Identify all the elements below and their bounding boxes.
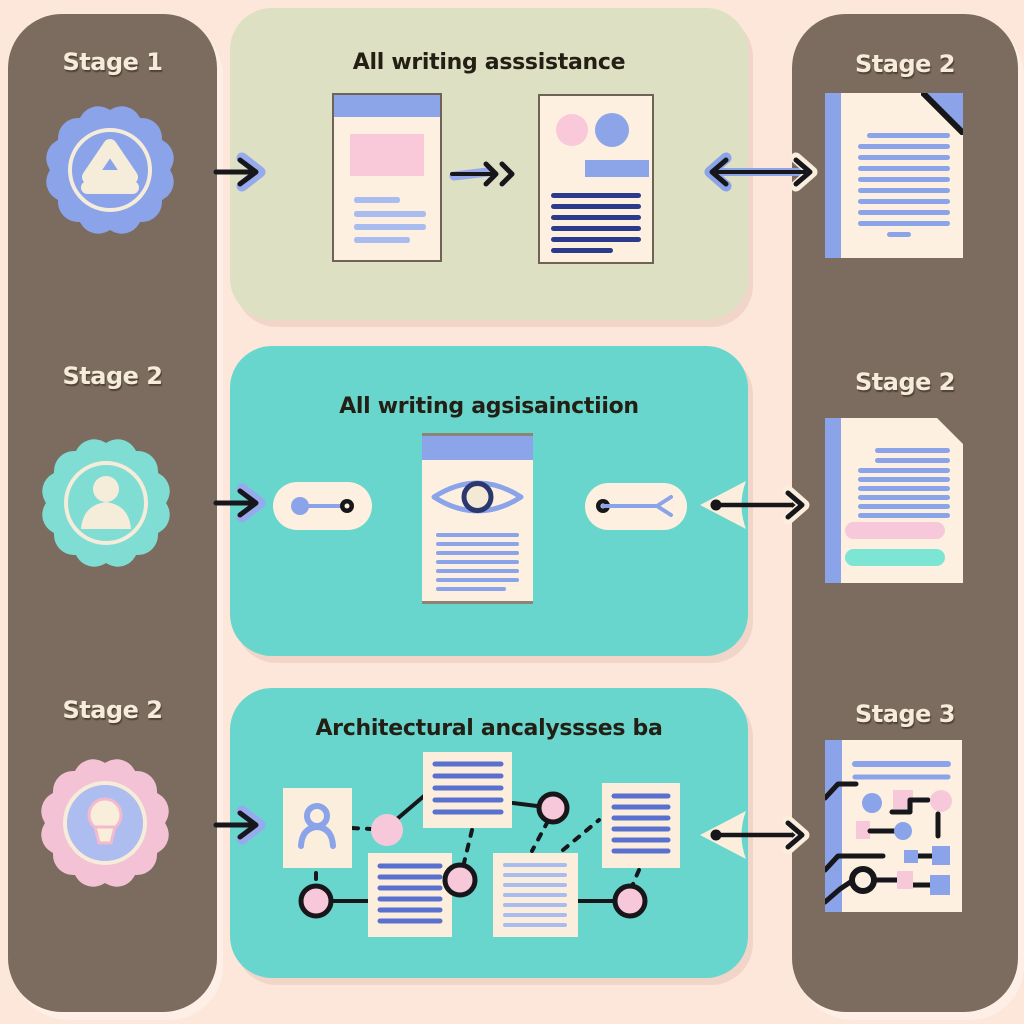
arrow-right-icon bbox=[213, 483, 266, 523]
gear-blob-icon bbox=[38, 98, 182, 242]
funnel-arrow-icon bbox=[700, 481, 810, 529]
teal-highlight-bar bbox=[845, 549, 945, 566]
right-stage-column: Stage 2 Stage 2 bbox=[792, 14, 1018, 1012]
pink-highlight-bar bbox=[845, 522, 945, 539]
stage-label-left-2: Stage 2 bbox=[62, 362, 163, 390]
stage-label-right-3: Stage 3 bbox=[855, 700, 955, 728]
panel-architecture-analysis: Architectural ancalyssses ba bbox=[230, 688, 748, 978]
panel-title: All writing asssistance bbox=[352, 50, 626, 75]
panel-title: All writing agsisainctiion bbox=[339, 394, 639, 419]
eye-icon bbox=[431, 480, 524, 514]
panel-writing-review: All writing agsisainctiion bbox=[230, 346, 748, 656]
left-stage-column: Stage 1 Stage 2 Stage 2 bbox=[8, 14, 217, 1012]
document-text-folded-icon bbox=[825, 93, 963, 258]
panel-title: Architectural ancalyssses ba bbox=[315, 716, 663, 741]
gear-lightbulb-icon bbox=[33, 751, 177, 895]
slider-fork-pill-icon bbox=[585, 483, 687, 530]
stage-label-left-1: Stage 1 bbox=[62, 48, 163, 76]
double-ended-arrow-icon bbox=[704, 152, 818, 192]
arrow-right-icon bbox=[213, 805, 266, 845]
pink-dot bbox=[556, 114, 588, 146]
document-preview-icon bbox=[332, 93, 442, 262]
stage-label-right-1: Stage 2 bbox=[855, 50, 955, 78]
folded-corner-icon bbox=[921, 93, 963, 135]
document-spine bbox=[825, 93, 841, 258]
document-text-icon bbox=[538, 94, 654, 264]
blue-subtitle-block bbox=[585, 160, 649, 177]
arrow-right-icon bbox=[213, 152, 266, 192]
double-chevron-arrow-icon bbox=[449, 161, 515, 187]
pink-image-block bbox=[350, 134, 424, 176]
funnel-arrow-icon bbox=[700, 811, 810, 859]
blue-dot bbox=[595, 113, 629, 147]
slider-pill-icon bbox=[273, 482, 372, 530]
stage-label-right-2: Stage 2 bbox=[855, 368, 955, 396]
document-spine bbox=[825, 418, 841, 583]
document-header-bar bbox=[422, 436, 533, 460]
stage-label-left-3: Stage 2 bbox=[62, 696, 163, 724]
document-highlights-icon bbox=[825, 418, 963, 583]
analysis-network bbox=[283, 752, 680, 937]
document-eye-icon bbox=[422, 433, 533, 604]
panel-writing-assistance: All writing asssistance bbox=[230, 8, 748, 320]
document-header-bar bbox=[334, 95, 440, 117]
document-flowchart-icon bbox=[822, 740, 962, 912]
gear-person-icon bbox=[34, 431, 178, 575]
